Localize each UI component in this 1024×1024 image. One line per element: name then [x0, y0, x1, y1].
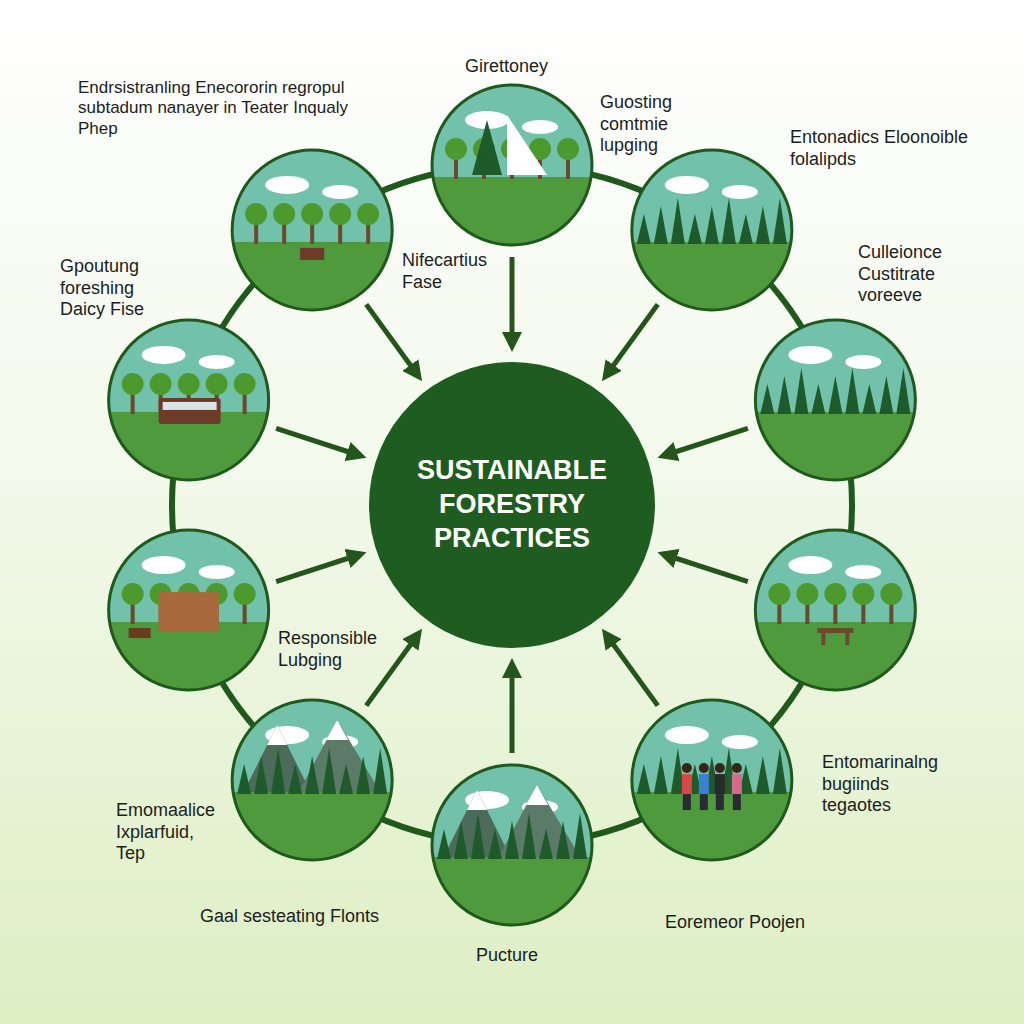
annotation: Emomaalice Ixplarfuid, Tep [116, 800, 220, 865]
annotation: Gaal sesteating Flonts [200, 906, 379, 928]
arrow [607, 635, 658, 705]
scene [432, 85, 592, 257]
scene-border [432, 85, 592, 245]
scene-border [632, 700, 792, 860]
annotation: Culleionce Custitrate voreeve [858, 242, 968, 307]
annotation: Nifecartius Fase [402, 250, 506, 293]
arrows [276, 257, 748, 753]
arrow [276, 428, 359, 455]
node-body: SUSTAINABLE FORESTRY PRACTICES [367, 360, 657, 650]
arrow [510, 257, 515, 344]
scene-border [755, 320, 915, 480]
annotation: Entomarinalng bugiinds tegaotes [822, 752, 954, 817]
scene-border [109, 320, 269, 480]
scene [232, 150, 392, 322]
annotation: Endrsistranling Enecororin regropul subt… [78, 78, 348, 139]
center-circle: SUSTAINABLE FORESTRY PRACTICES [367, 360, 657, 650]
annotation: Gpoutung foreshing Daicy Fise [60, 256, 162, 321]
scene [109, 320, 269, 492]
scene-circles [109, 85, 916, 937]
arrow [276, 555, 359, 582]
arrow [607, 304, 658, 374]
scene [755, 530, 915, 702]
scene [632, 700, 792, 872]
arrow [366, 304, 417, 374]
annotation: Guosting comtmie lupging [600, 92, 700, 157]
ring-line [172, 165, 852, 845]
annotation: Pucture [476, 945, 538, 967]
annotation: Girettoney [465, 56, 548, 78]
scene [632, 150, 792, 322]
scene [755, 320, 915, 492]
node-title: SUSTAINABLE FORESTRY PRACTICES [412, 454, 612, 555]
scene-border [232, 700, 392, 860]
arrow [665, 428, 748, 455]
scene-border [755, 530, 915, 690]
scene-border [109, 530, 269, 690]
arrow [665, 555, 748, 582]
annotation: Responsible Lubging [278, 628, 388, 671]
scene [432, 765, 592, 937]
scene-border [232, 150, 392, 310]
annotation: Eoremeor Poojen [665, 912, 805, 934]
scene-border [432, 765, 592, 925]
scene [109, 530, 269, 702]
arrow [510, 666, 515, 753]
annotation: Entonadics Eloonoible folalipds [790, 127, 975, 170]
scene-border [632, 150, 792, 310]
scene [232, 700, 392, 872]
